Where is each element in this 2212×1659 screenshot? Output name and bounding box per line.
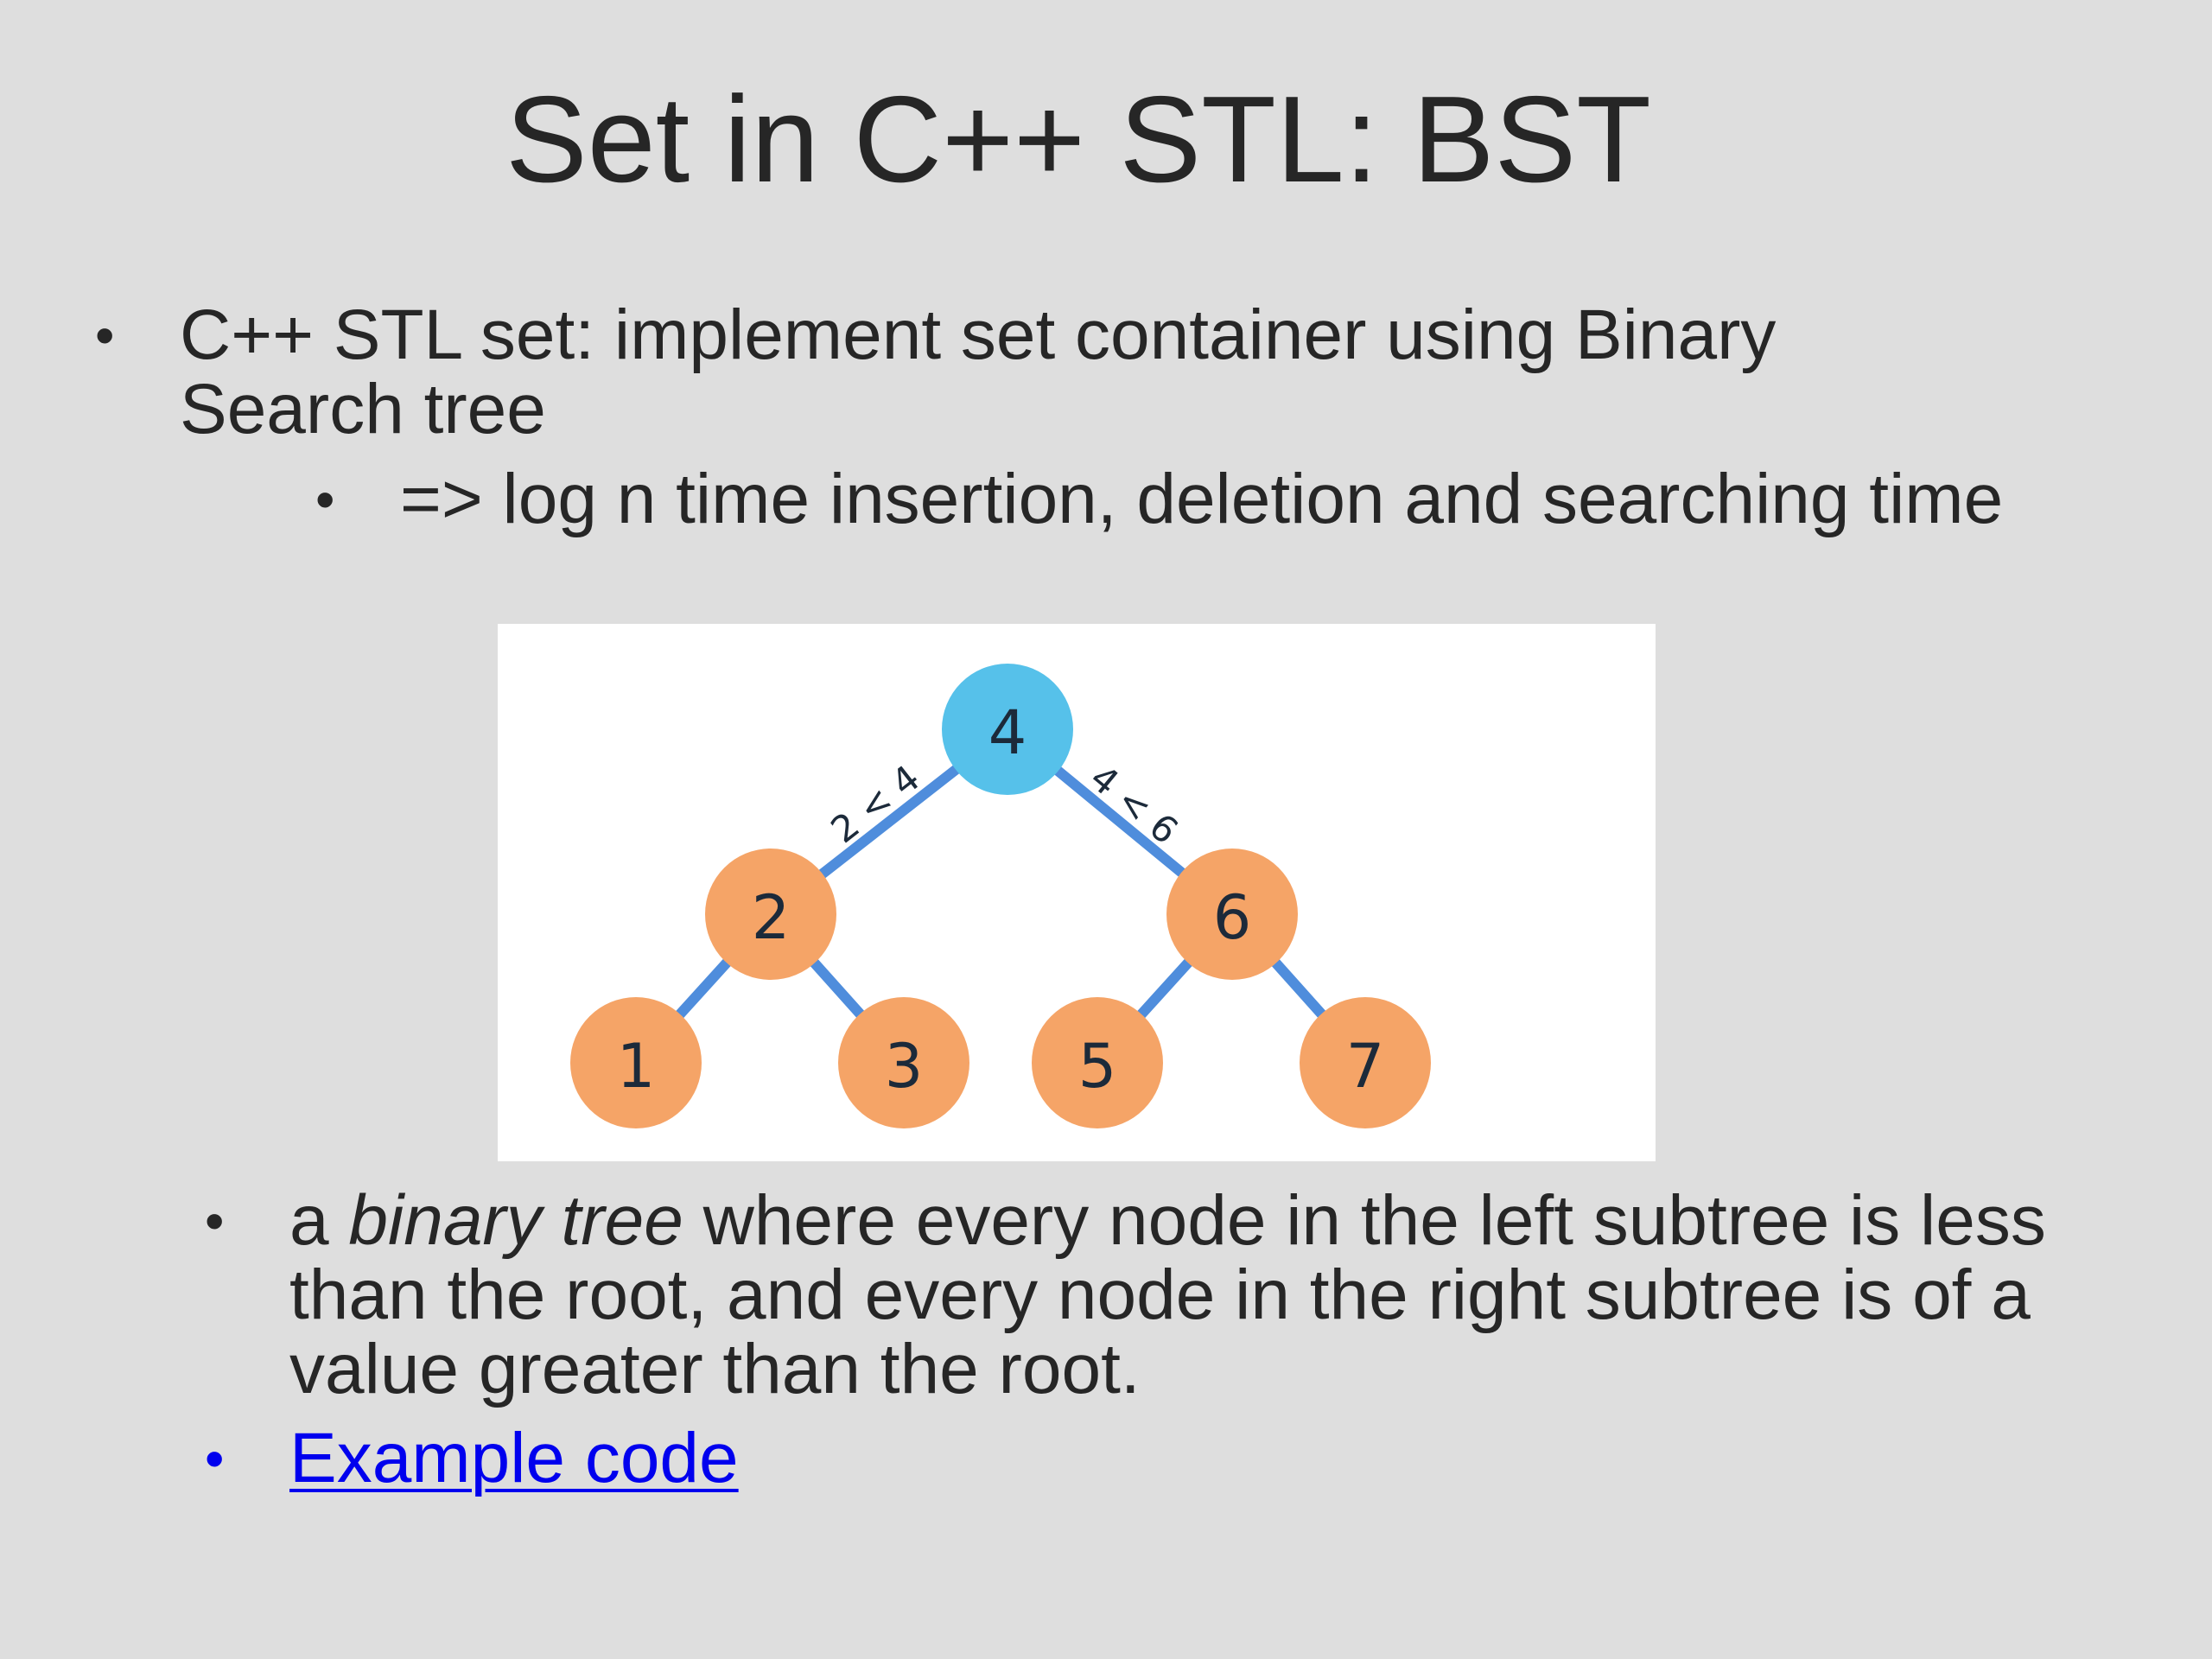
- bullet-marker: •: [205, 1190, 225, 1252]
- tree-node-label: 7: [1346, 1031, 1385, 1102]
- bullet-example-code: • Example code: [205, 1419, 1586, 1497]
- tree-node-label: 4: [988, 697, 1027, 768]
- tree-node-label: 2: [752, 882, 791, 953]
- tree-node-label: 6: [1213, 882, 1252, 953]
- tree-node-1: 1: [570, 997, 702, 1128]
- bullet-marker: •: [315, 468, 335, 531]
- tree-node-6: 6: [1166, 849, 1298, 980]
- tree-node-2: 2: [705, 849, 836, 980]
- bullet-text-suffix: where every node in the left subtree is …: [289, 1181, 2046, 1408]
- tree-node-circle: [570, 997, 702, 1128]
- bullet-text: C++ STL set: implement set container usi…: [180, 296, 1777, 448]
- tree-node-circle: [942, 664, 1073, 795]
- sub-bullet-log-n-time: • => log n time insertion, deletion and …: [315, 460, 2042, 538]
- tree-node-circle: [1166, 849, 1298, 980]
- tree-node-5: 5: [1032, 997, 1163, 1128]
- tree-node-circle: [705, 849, 836, 980]
- tree-node-7: 7: [1300, 997, 1431, 1128]
- tree-node-label: 1: [617, 1031, 656, 1102]
- tree-node-circle: [1032, 997, 1163, 1128]
- tree-node-3: 3: [838, 997, 969, 1128]
- bullet-bst-implementation: • C++ STL set: implement set container u…: [95, 296, 1977, 448]
- bullet-text: => log n time insertion, deletion and se…: [400, 460, 2004, 538]
- example-code-link[interactable]: Example code: [289, 1419, 739, 1497]
- tree-node-circle: [1300, 997, 1431, 1128]
- bullet-marker: •: [205, 1427, 225, 1490]
- bullet-text-prefix: a: [289, 1181, 349, 1260]
- slide-title: Set in C++ STL: BST: [505, 71, 1651, 208]
- tree-node-label: 5: [1078, 1031, 1117, 1102]
- bullet-bst-definition: • a binary tree where every node in the …: [205, 1181, 2104, 1408]
- bullet-marker: •: [95, 304, 115, 366]
- tree-node-4: 4: [942, 664, 1073, 795]
- bullet-text-emphasis: binary tree: [348, 1181, 683, 1260]
- tree-node-circle: [838, 997, 969, 1128]
- tree-node-label: 3: [885, 1031, 924, 1102]
